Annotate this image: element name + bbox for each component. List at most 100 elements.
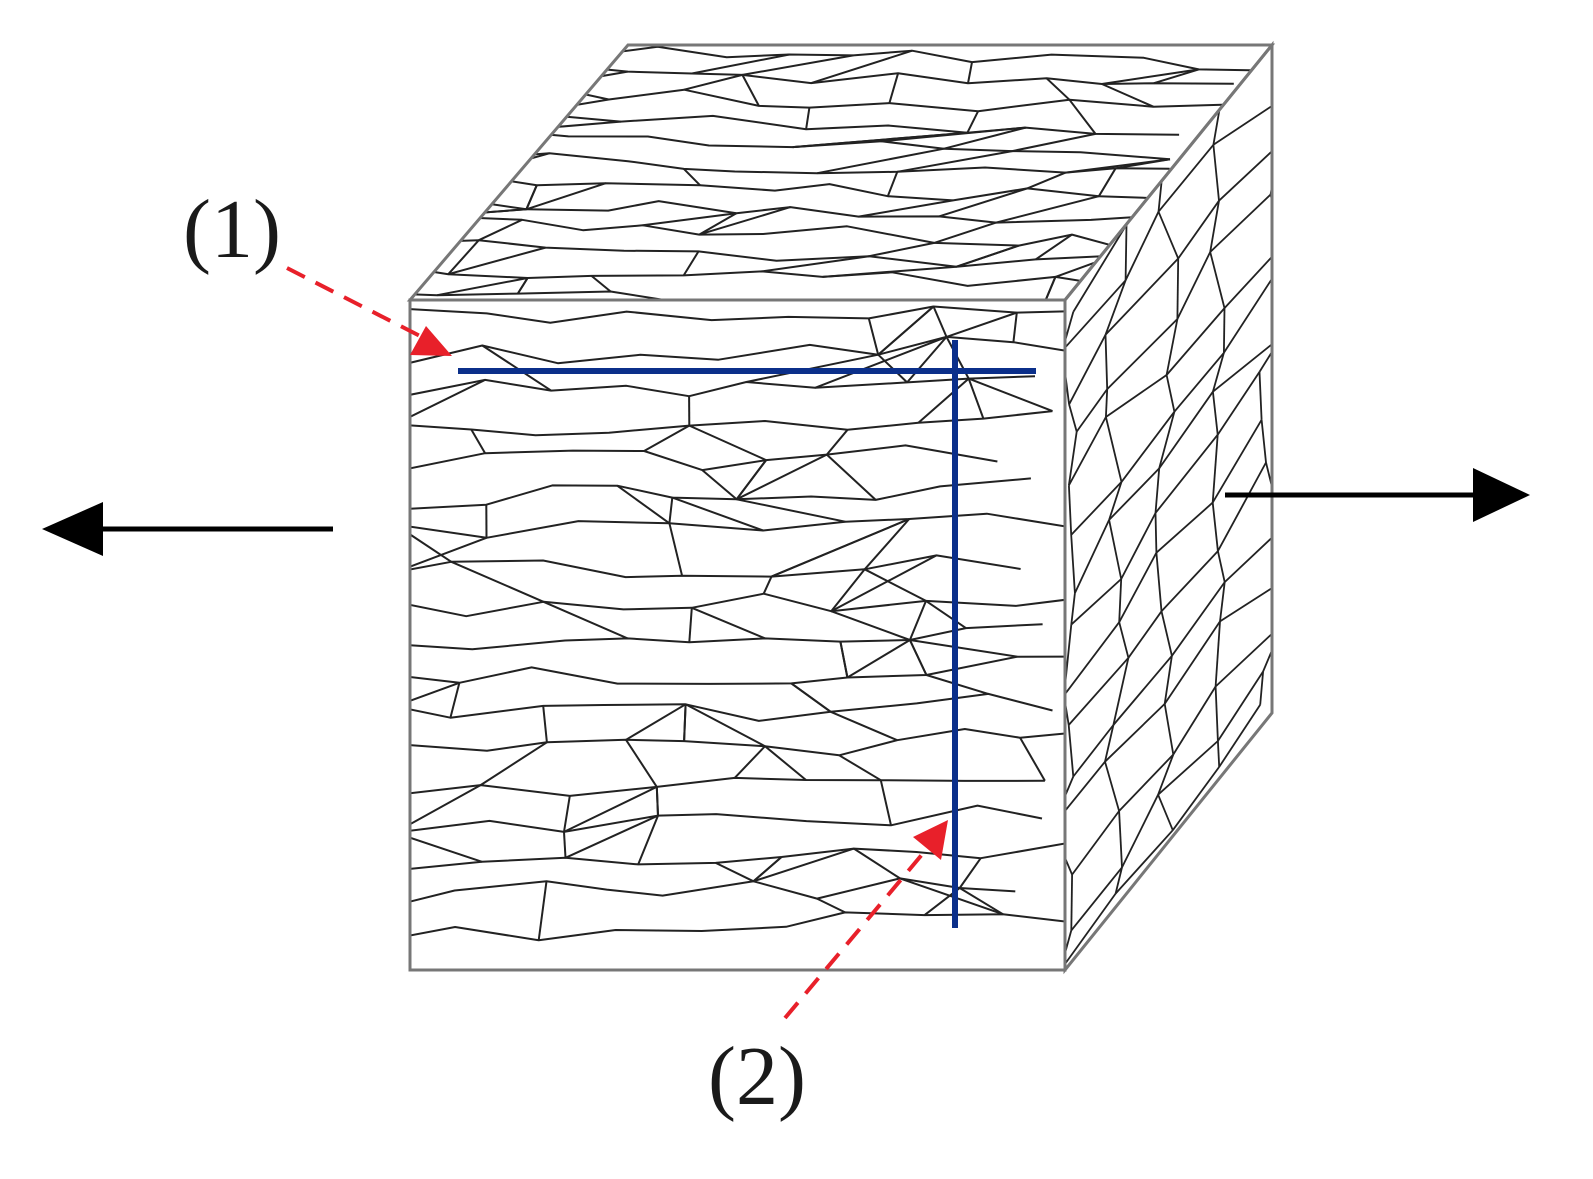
pointer-arrowhead-1 bbox=[410, 326, 452, 356]
grain-boundary bbox=[1113, 656, 1172, 725]
grain-boundary bbox=[1060, 894, 1115, 971]
grain-boundary bbox=[1216, 687, 1218, 742]
grain-boundary bbox=[453, 199, 1174, 223]
grain-boundary bbox=[395, 555, 1021, 577]
grain-boundary bbox=[1064, 622, 1119, 695]
grain-boundary bbox=[416, 216, 435, 242]
grain-boundary bbox=[882, 128, 1026, 142]
grain-boundary bbox=[471, 153, 549, 175]
grain-boundary bbox=[702, 470, 736, 499]
grain-boundary bbox=[508, 122, 620, 131]
cube-outline bbox=[410, 45, 1272, 970]
grain-boundary bbox=[1106, 335, 1108, 389]
grain-boundary bbox=[854, 849, 900, 879]
grain-boundary bbox=[968, 62, 972, 83]
grain-boundary bbox=[900, 878, 1003, 914]
grain-boundary bbox=[592, 276, 611, 292]
grain-boundary bbox=[1221, 38, 1274, 99]
grain-boundary bbox=[1156, 468, 1160, 513]
grain-boundary bbox=[889, 73, 898, 103]
grain-boundary bbox=[1213, 145, 1219, 201]
grain-boundary bbox=[1279, 99, 1283, 145]
grain-boundary bbox=[481, 742, 547, 785]
grain-boundary bbox=[742, 55, 853, 75]
grain-boundary bbox=[823, 267, 957, 277]
grain-boundary bbox=[910, 640, 1017, 657]
grain-boundary bbox=[395, 878, 1015, 905]
side-face-grains bbox=[1052, 38, 1284, 970]
grain-boundary bbox=[967, 111, 978, 133]
grain-boundary bbox=[969, 379, 984, 419]
grain-boundary bbox=[684, 169, 700, 185]
grain-boundary bbox=[1156, 553, 1161, 612]
grain-boundary bbox=[918, 379, 968, 423]
grain-boundary bbox=[827, 455, 876, 500]
grain-boundary bbox=[1106, 389, 1107, 417]
grain-boundary bbox=[1047, 78, 1070, 99]
grain-boundary bbox=[564, 832, 566, 858]
grain-boundary bbox=[689, 608, 692, 643]
grain-boundary bbox=[669, 523, 682, 576]
grain-boundary bbox=[1071, 482, 1121, 535]
grain-boundary bbox=[1274, 245, 1282, 275]
grain-boundary bbox=[1163, 99, 1222, 173]
grain-boundary bbox=[934, 223, 996, 243]
grain-boundary bbox=[527, 86, 546, 113]
grain-boundary bbox=[815, 337, 946, 388]
grain-boundary bbox=[1119, 755, 1173, 812]
grain-boundary bbox=[1159, 392, 1213, 469]
grain-boundary bbox=[1274, 275, 1281, 336]
grain-boundary bbox=[546, 72, 628, 86]
grain-boundary bbox=[669, 498, 672, 524]
grain-boundary bbox=[1069, 404, 1077, 431]
grain-boundary bbox=[1224, 275, 1274, 353]
grain-boundary bbox=[1106, 280, 1126, 335]
grain-boundary bbox=[1119, 811, 1122, 867]
grain-boundary bbox=[1052, 827, 1072, 875]
grain-boundary bbox=[448, 248, 545, 275]
grain-boundary bbox=[1043, 277, 1055, 307]
grain-boundary bbox=[1069, 335, 1105, 405]
grain-boundary bbox=[451, 562, 543, 602]
grain-boundary bbox=[1069, 658, 1129, 725]
grain-boundary bbox=[831, 569, 865, 611]
grain-boundary bbox=[1069, 485, 1071, 535]
grain-boundary bbox=[960, 858, 981, 888]
grain-boundary bbox=[395, 843, 1069, 870]
arrow-left-icon bbox=[42, 502, 333, 556]
grain-boundary bbox=[817, 899, 845, 913]
grain-boundary bbox=[395, 594, 1079, 617]
grain-boundary bbox=[1105, 762, 1119, 811]
grain-boundary bbox=[1119, 622, 1128, 658]
grain-boundary bbox=[910, 601, 926, 640]
grain-boundary bbox=[1224, 308, 1225, 353]
grain-boundary bbox=[583, 47, 1280, 71]
grain-boundary bbox=[1225, 245, 1283, 308]
front-face-grains bbox=[395, 307, 1080, 941]
grain-boundary bbox=[1172, 582, 1225, 656]
grain-boundary bbox=[479, 220, 522, 240]
grain-boundary bbox=[1260, 372, 1262, 420]
grain-boundary bbox=[1159, 212, 1179, 259]
grain-boundary bbox=[1126, 212, 1159, 281]
grain-boundary bbox=[1159, 412, 1174, 469]
grain-boundary bbox=[527, 86, 546, 113]
grain-boundary bbox=[1126, 225, 1127, 281]
grain-boundary bbox=[1213, 435, 1218, 503]
grain-boundary bbox=[1167, 308, 1225, 375]
grain-boundary bbox=[395, 657, 1078, 684]
grain-boundary bbox=[1218, 463, 1266, 552]
grain-boundary bbox=[1105, 704, 1165, 762]
grain-boundary bbox=[1173, 687, 1215, 755]
grain-boundary bbox=[1106, 259, 1179, 335]
grain-boundary bbox=[395, 307, 1074, 323]
grain-boundary bbox=[1075, 520, 1109, 593]
grain-boundary bbox=[934, 307, 947, 337]
grain-boundary bbox=[910, 640, 927, 675]
grain-boundary bbox=[1122, 795, 1158, 868]
grain-boundary bbox=[395, 445, 997, 471]
grain-boundary bbox=[1156, 513, 1157, 553]
grain-boundary bbox=[471, 175, 1149, 200]
grain-boundary bbox=[1218, 741, 1219, 767]
grain-boundary bbox=[1284, 580, 1285, 623]
